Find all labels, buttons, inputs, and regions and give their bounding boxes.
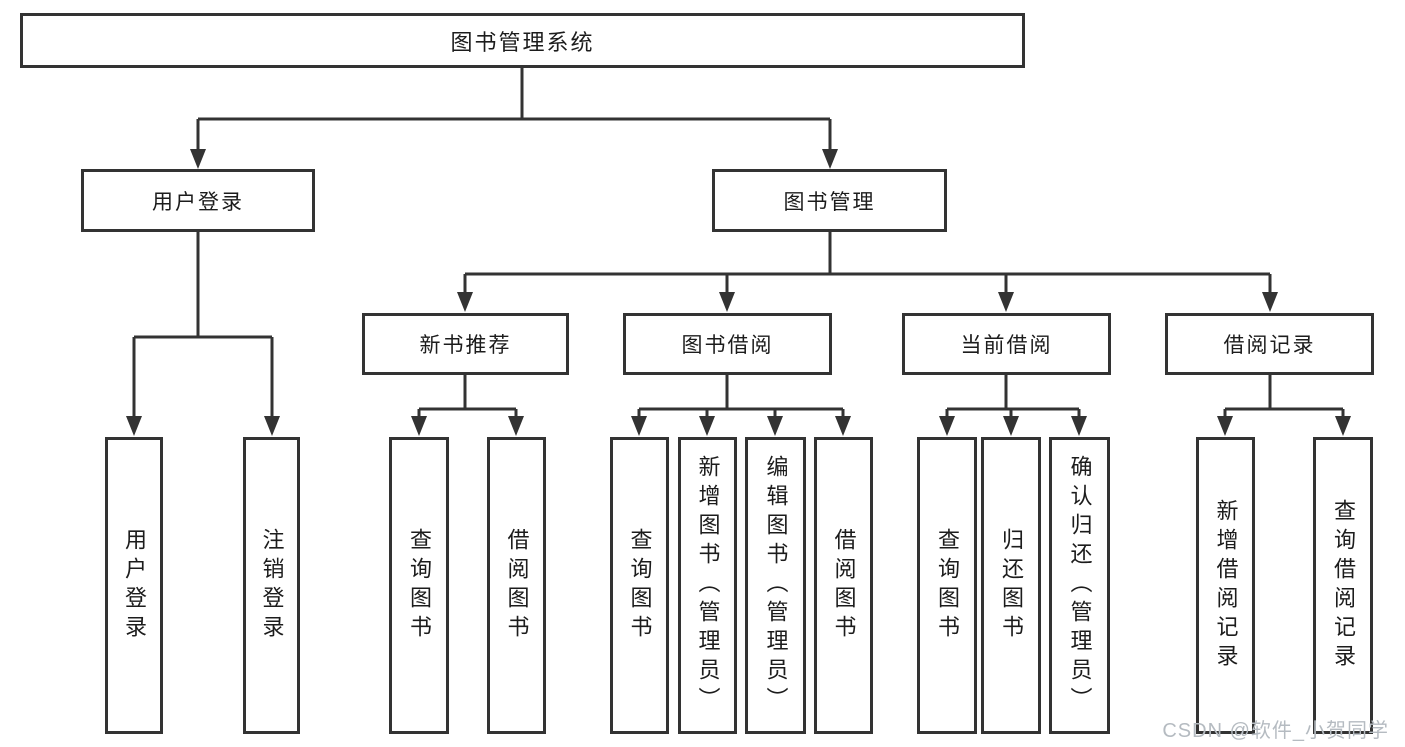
connector-borrow-records-to-leaves (1223, 375, 1345, 418)
leaf-cb-return-books: 归还图书 (981, 437, 1041, 734)
connector-new-books-to-leaves (417, 375, 518, 418)
leaf-br-query-record: 查询借阅记录 (1313, 437, 1373, 734)
node-new-books: 新书推荐 (362, 313, 569, 375)
arrowhead-leaf-cb-query (939, 416, 955, 436)
leaf-cb-return-books-label: 归还图书 (999, 527, 1024, 644)
arrowhead-leaf-logout (264, 416, 280, 436)
connector-book-mgmt-to-level3 (463, 232, 1272, 294)
leaf-cb-confirm-return: 确认归还（管理员） (1049, 437, 1110, 734)
leaf-bb-edit-books-label: 编辑图书（管理员） (763, 455, 789, 716)
leaf-nb-borrow-books: 借阅图书 (487, 437, 546, 734)
arrowhead-leaf-user-login (126, 416, 142, 436)
csdn-watermark: CSDN @软件_小贺同学 (1162, 720, 1389, 742)
node-current-borrow-label: 当前借阅 (960, 334, 1053, 357)
leaf-bb-edit-books: 编辑图书（管理员） (745, 437, 806, 734)
leaf-bb-borrow-books: 借阅图书 (814, 437, 873, 734)
leaf-bb-add-books-label: 新增图书（管理员） (695, 455, 721, 716)
arrowhead-leaf-bb-borrow (835, 416, 851, 436)
arrowhead-leaf-br-query (1335, 416, 1351, 436)
arrowhead-leaf-nb-borrow (508, 416, 524, 436)
arrowhead-leaf-nb-query (411, 416, 427, 436)
node-root-label: 图书管理系统 (450, 29, 595, 55)
leaf-br-query-record-label: 查询借阅记录 (1331, 498, 1356, 673)
arrowhead-user-login-node (190, 149, 206, 169)
leaf-bb-query-books-label: 查询图书 (627, 527, 653, 644)
arrowhead-leaf-cb-return (1003, 416, 1019, 436)
leaf-cb-query-books-label: 查询图书 (935, 527, 960, 644)
node-book-borrow: 图书借阅 (623, 313, 832, 375)
leaf-nb-borrow-books-label: 借阅图书 (504, 527, 530, 644)
leaf-cb-query-books: 查询图书 (917, 437, 977, 734)
node-root-system: 图书管理系统 (20, 13, 1025, 68)
arrowhead-book-borrow-node (719, 292, 735, 312)
arrowhead-book-mgmt-node (822, 149, 838, 169)
node-borrow-records-label: 借阅记录 (1223, 334, 1316, 357)
leaf-logout-label: 注销登录 (259, 527, 285, 644)
arrowhead-current-borrow-node (998, 292, 1014, 312)
leaf-nb-query-books: 查询图书 (389, 437, 449, 734)
arrowhead-leaf-bb-query (631, 416, 647, 436)
leaf-bb-borrow-books-label: 借阅图书 (831, 527, 857, 644)
node-user-login-label: 用户登录 (152, 190, 244, 214)
leaf-br-add-record-label: 新增借阅记录 (1213, 498, 1239, 673)
node-book-mgmt-label: 图书管理 (783, 190, 876, 214)
node-current-borrow: 当前借阅 (902, 313, 1111, 375)
arrowhead-leaf-cb-confirm (1071, 416, 1087, 436)
arrowhead-leaf-br-add (1217, 416, 1233, 436)
leaf-br-add-record: 新增借阅记录 (1196, 437, 1255, 734)
node-book-mgmt: 图书管理 (712, 169, 947, 232)
connector-book-borrow-to-leaves (637, 375, 845, 418)
node-user-login: 用户登录 (81, 169, 315, 232)
connector-user-login-to-leaves (132, 232, 274, 418)
leaf-user-login-label: 用户登录 (122, 527, 147, 644)
arrowhead-borrow-records-node (1262, 292, 1278, 312)
leaf-logout: 注销登录 (243, 437, 300, 734)
arrowhead-leaf-bb-add (699, 416, 715, 436)
arrowhead-leaf-bb-edit (767, 416, 783, 436)
leaf-bb-add-books: 新增图书（管理员） (678, 437, 737, 734)
node-borrow-records: 借阅记录 (1165, 313, 1374, 375)
node-new-books-label: 新书推荐 (419, 334, 512, 357)
leaf-bb-query-books: 查询图书 (610, 437, 669, 734)
arrowhead-new-books-node (457, 292, 473, 312)
node-book-borrow-label: 图书借阅 (681, 334, 774, 357)
leaf-user-login: 用户登录 (105, 437, 163, 734)
connector-root-to-level2 (196, 68, 832, 152)
leaf-cb-confirm-return-label: 确认归还（管理员） (1067, 455, 1093, 716)
connector-current-borrow-to-leaves (945, 375, 1081, 418)
leaf-nb-query-books-label: 查询图书 (407, 527, 432, 644)
